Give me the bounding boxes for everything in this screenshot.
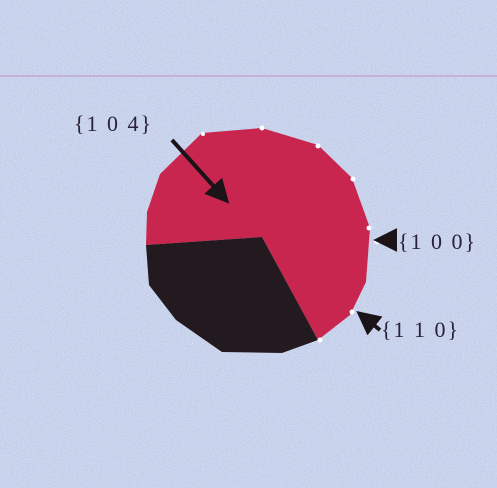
- label-facet-110: {1 1 0}: [381, 317, 460, 342]
- label-facet-100: {1 0 0}: [398, 229, 477, 254]
- label-facet-104: {1 0 4}: [74, 111, 153, 136]
